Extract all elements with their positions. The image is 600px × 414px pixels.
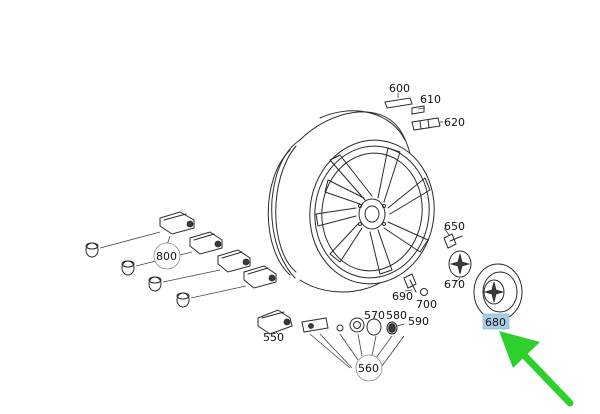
label-600[interactable]: 600 <box>389 82 410 95</box>
label-800-circle <box>153 242 181 270</box>
valve-cap-590[interactable] <box>386 321 398 335</box>
balance-weight-610[interactable] <box>411 105 425 115</box>
label-800[interactable]: 800 <box>156 250 177 263</box>
hub-cap-star-670[interactable] <box>448 250 472 283</box>
label-610[interactable]: 610 <box>420 93 441 106</box>
wheel-bolt-650[interactable] <box>443 227 463 249</box>
green-arrow-icon <box>499 331 574 407</box>
label-670[interactable]: 670 <box>444 278 465 291</box>
valve-stem-560[interactable] <box>301 317 344 333</box>
nut-570[interactable] <box>349 317 365 333</box>
tpms-sensor-set-800[interactable] <box>85 211 277 308</box>
washer-580[interactable] <box>366 318 382 336</box>
valve-screw-690[interactable] <box>403 273 417 293</box>
label-560[interactable]: 560 <box>358 362 379 375</box>
label-680-highlight <box>482 313 510 330</box>
label-550[interactable]: 550 <box>263 331 284 344</box>
label-590[interactable]: 590 <box>408 315 429 328</box>
center-cap-680[interactable] <box>473 263 523 321</box>
label-570[interactable]: 570 <box>364 309 385 322</box>
tpms-sensor-550[interactable] <box>257 309 293 335</box>
label-700[interactable]: 700 <box>416 298 437 311</box>
label-580[interactable]: 580 <box>386 309 407 322</box>
wheel-rim[interactable] <box>267 110 443 293</box>
valve-nut-700[interactable] <box>420 288 428 296</box>
balance-weight-620[interactable] <box>411 117 441 131</box>
label-680[interactable]: 680 <box>485 316 506 329</box>
label-650[interactable]: 650 <box>444 220 465 233</box>
label-560-circle <box>355 354 383 382</box>
label-620[interactable]: 620 <box>444 116 465 129</box>
balance-weight-600[interactable] <box>384 97 413 109</box>
label-690[interactable]: 690 <box>392 290 413 303</box>
